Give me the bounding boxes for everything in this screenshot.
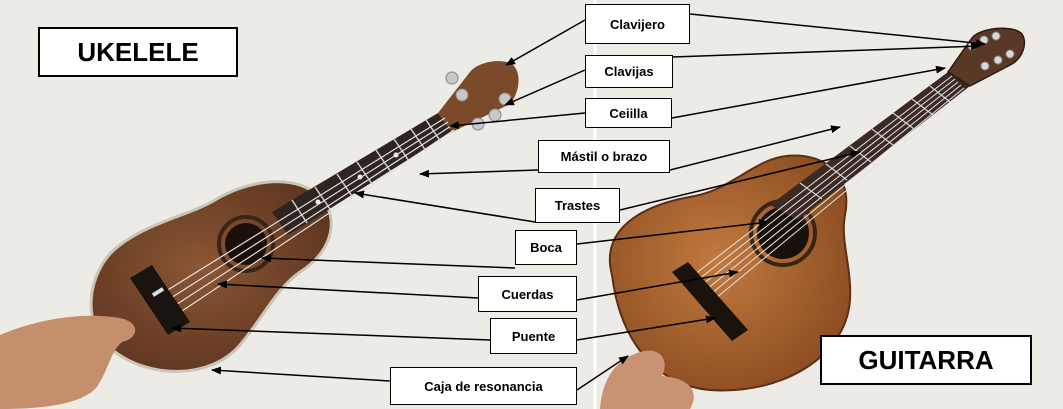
- ukulele-illustration: [89, 61, 519, 373]
- arrow-clavijero-guitar: [689, 13, 986, 48]
- guitar-title: GUITARRA: [820, 335, 1032, 385]
- arrow-boca-ukulele: [261, 254, 516, 269]
- arrow-cuerdas-ukulele: [217, 280, 479, 299]
- label-cejilla: Ceiilla: [585, 98, 672, 128]
- guitar-strings: [689, 75, 968, 304]
- ukulele-rosette: [217, 215, 275, 273]
- label-clavijero: Clavijero: [585, 4, 690, 44]
- label-caja-resonancia: Caja de resonancia: [390, 367, 577, 405]
- arrow-mastil-ukulele: [419, 169, 539, 178]
- arrow-caja-guitar: [576, 355, 629, 391]
- pointer-arrows: [171, 13, 986, 391]
- ukulele-headstock: [438, 61, 519, 132]
- label-cuerdas: Cuerdas: [478, 276, 577, 312]
- guitar-bridge: [672, 262, 748, 341]
- label-clavijas: Clavijas: [585, 55, 673, 88]
- guitar-headstock: [946, 27, 1026, 87]
- ukulele-bridge: [130, 265, 190, 335]
- arrow-clavijas-ukulele: [504, 69, 586, 106]
- arrow-puente-guitar: [576, 315, 716, 341]
- arrow-cejilla-ukulele: [449, 112, 586, 130]
- ukulele-soundhole: [225, 223, 267, 265]
- arrow-puente-ukulele: [171, 324, 491, 341]
- arrow-clavijas-guitar: [672, 42, 981, 58]
- arrow-trastes-guitar: [619, 150, 861, 211]
- arrow-cejilla-guitar: [671, 65, 946, 119]
- arrow-boca-guitar: [576, 219, 769, 245]
- label-mastil: Mástil o brazo: [538, 140, 670, 173]
- arrow-caja-ukulele: [211, 366, 391, 382]
- arrow-clavijero-ukulele: [505, 19, 586, 66]
- right-hand: [600, 350, 694, 409]
- arrow-trastes-ukulele: [354, 190, 536, 223]
- ukulele-title: UKELELE: [38, 27, 238, 77]
- arrow-cuerdas-guitar: [576, 269, 739, 301]
- label-puente: Puente: [490, 318, 577, 354]
- label-boca: Boca: [515, 230, 577, 265]
- left-hand: [0, 315, 136, 409]
- arrow-mastil-guitar: [669, 125, 841, 171]
- label-trastes: Trastes: [535, 188, 620, 223]
- ukulele-strings: [157, 117, 455, 318]
